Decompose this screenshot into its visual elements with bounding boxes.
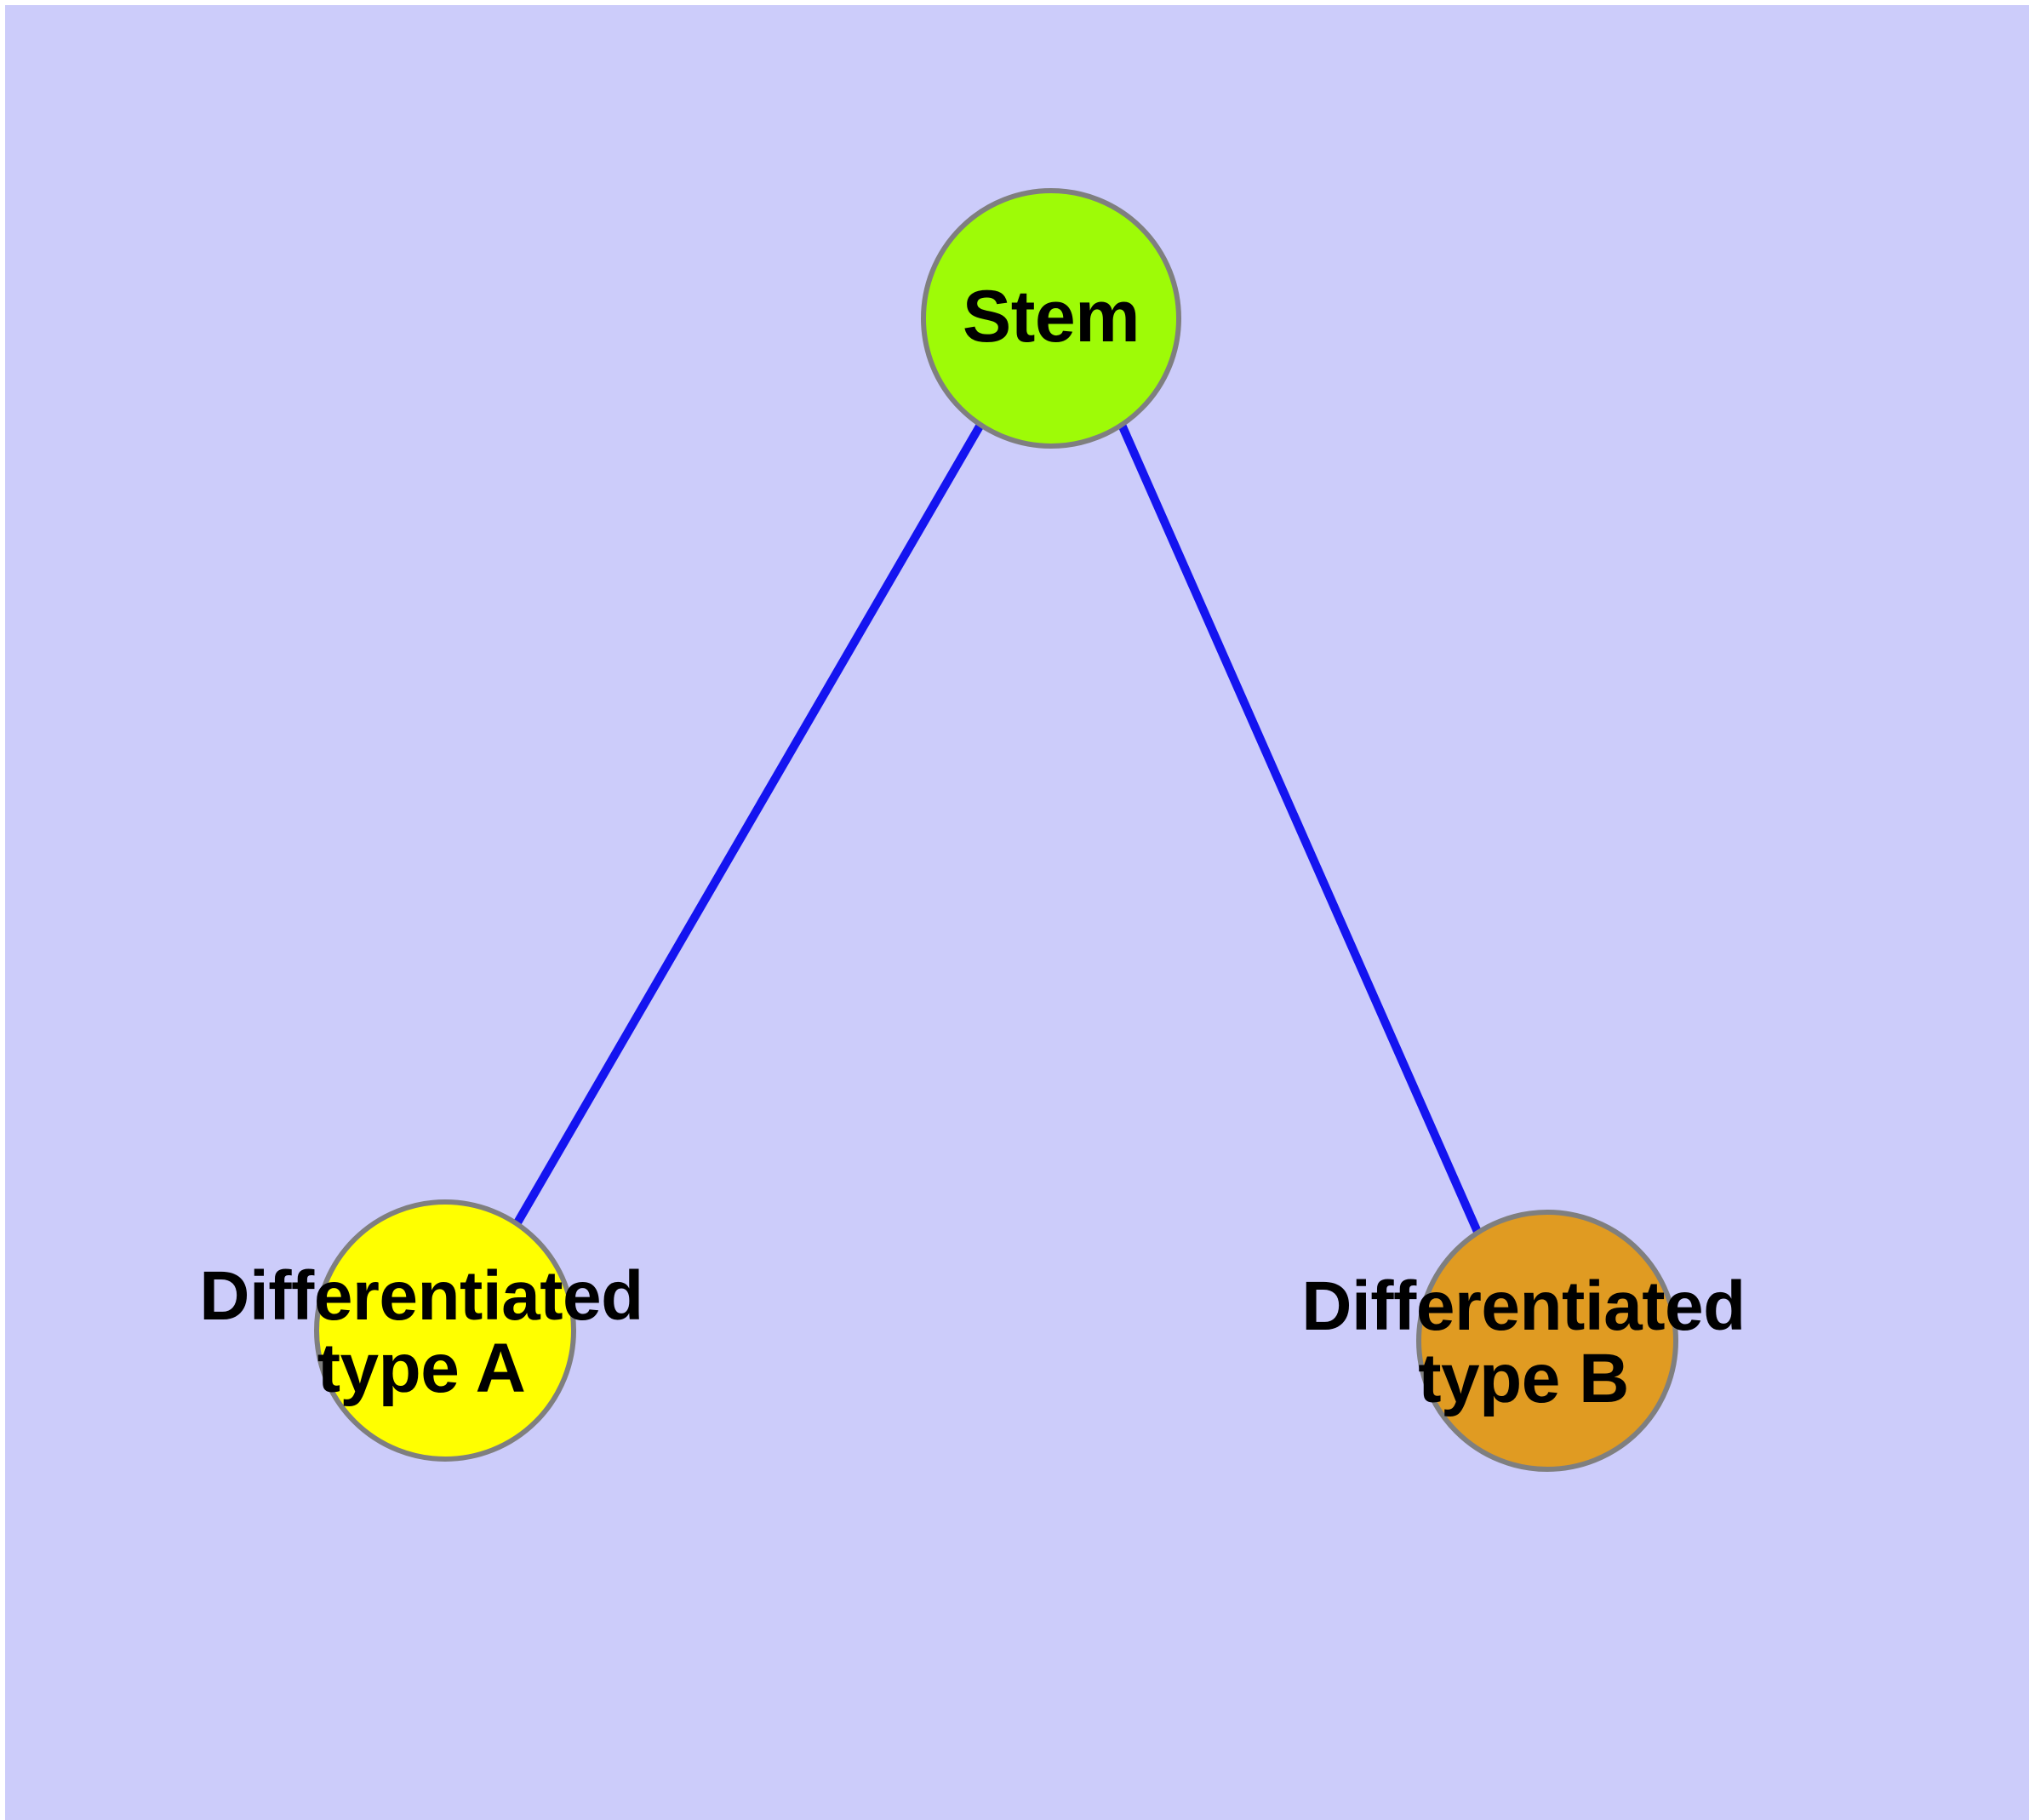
edge-stem-to-differentiated-type-b (1117, 422, 1482, 1234)
edge-layer (512, 422, 1482, 1234)
node-layer (314, 188, 1678, 1472)
edge-stem-to-differentiated-type-a (512, 422, 985, 1227)
node-differentiated-type-b[interactable] (1416, 1210, 1678, 1472)
node-differentiated-type-a[interactable] (314, 1199, 576, 1462)
node-stem[interactable] (921, 188, 1181, 449)
